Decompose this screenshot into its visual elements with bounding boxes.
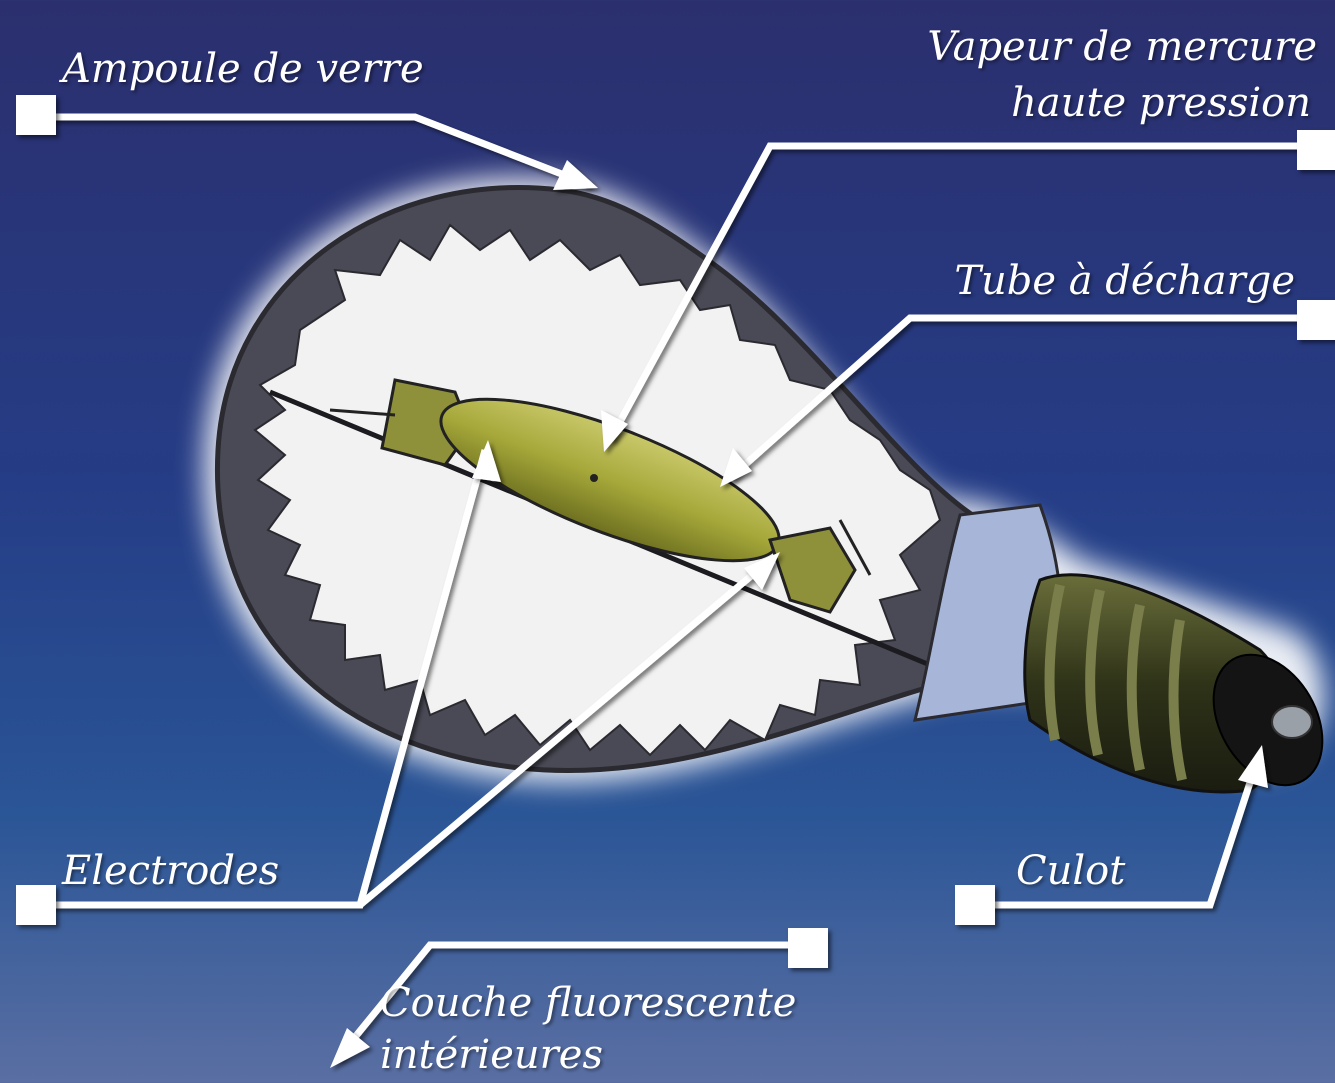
leader-lines bbox=[40, 113, 1320, 1061]
leader-culot bbox=[975, 756, 1262, 909]
arrow-vapeur bbox=[601, 410, 628, 452]
marker-couche bbox=[788, 928, 828, 968]
leader-couche bbox=[335, 941, 810, 1061]
label-electrodes: Electrodes bbox=[62, 848, 280, 894]
leader-ampoule bbox=[40, 113, 592, 189]
arrow-electrode-right bbox=[744, 552, 780, 590]
marker-culot bbox=[955, 885, 995, 925]
marker-vapeur bbox=[1297, 130, 1335, 170]
leader-tube bbox=[727, 314, 1320, 481]
arrowheads bbox=[330, 160, 1268, 1068]
arrow-couche bbox=[330, 1028, 370, 1068]
arrow-ampoule bbox=[553, 160, 598, 190]
marker-ampoule bbox=[16, 95, 56, 135]
label-culot: Culot bbox=[1016, 848, 1126, 894]
discharge-tube bbox=[329, 378, 872, 614]
label-vapeur-line1: Vapeur de mercure bbox=[927, 24, 1317, 70]
leader-electrodes-2 bbox=[357, 557, 773, 908]
marker-electrodes bbox=[16, 885, 56, 925]
arrow-electrode-left bbox=[472, 440, 501, 482]
label-ampoule: Ampoule de verre bbox=[62, 46, 424, 92]
arrow-culot bbox=[1238, 745, 1268, 788]
arrow-tube bbox=[720, 448, 752, 487]
label-couche-line2: intérieures bbox=[380, 1032, 603, 1078]
label-tube: Tube à décharge bbox=[954, 258, 1295, 304]
leader-vapeur bbox=[606, 142, 1320, 442]
label-couche-line1: Couche fluorescente bbox=[380, 980, 797, 1026]
screw-base bbox=[1023, 573, 1324, 794]
marker-tube bbox=[1297, 300, 1335, 340]
label-vapeur-line2: haute pression bbox=[1011, 80, 1311, 126]
